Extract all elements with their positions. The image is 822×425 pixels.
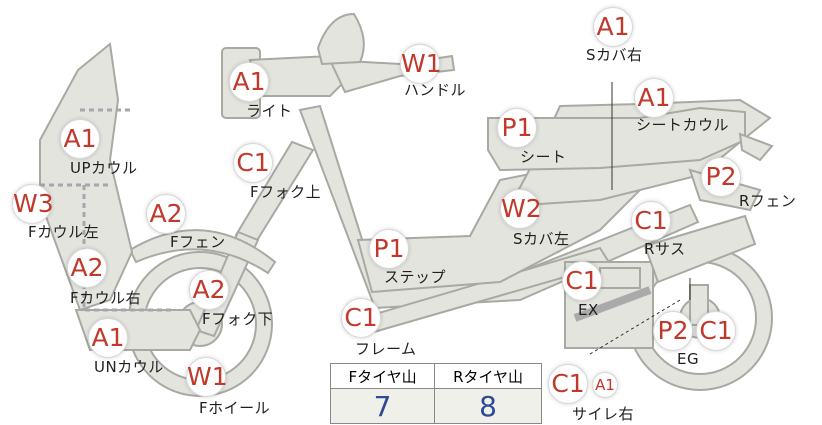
grade-badge-ex: C1: [562, 261, 602, 301]
grade-badge-rfender: P2: [701, 157, 741, 197]
part-label-handle: ハンドル: [404, 81, 467, 99]
grade-badge-up-cowl: A1: [60, 119, 100, 159]
grade-badge-silencer-2: A1: [592, 372, 618, 398]
grade-badge-rsus: C1: [631, 201, 671, 241]
exhaust-pipe: [573, 286, 652, 322]
grade-badge-seat-cowl: A1: [634, 78, 674, 118]
tire-tread-table: Fタイヤ山 Rタイヤ山 7 8: [329, 363, 542, 424]
engine-detail: [599, 267, 641, 289]
grade-badge-sside-left: W2: [500, 189, 542, 229]
part-label-rsus: Rサス: [644, 240, 686, 258]
grade-badge-step: P1: [369, 229, 409, 269]
part-label-ffork-up: Fフォク上: [250, 183, 322, 201]
part-label-seat-cowl: シートカウル: [636, 116, 730, 134]
part-label-fwheel: Fホイール: [199, 399, 271, 417]
part-label-fcowl-right: Fカウル右: [70, 289, 142, 307]
seat-shape: [487, 106, 746, 172]
grade-badge-fcowl-right: A2: [67, 248, 107, 288]
part-label-frame: フレーム: [355, 340, 417, 358]
part-label-up-cowl: UPカウル: [70, 159, 138, 177]
front-fender-shape: [128, 229, 277, 275]
grade-badge-ffork-down: A2: [189, 270, 229, 310]
part-label-rfender: Rフェン: [739, 192, 797, 210]
rear-shock: [643, 214, 757, 284]
part-label-ex: EX: [578, 301, 599, 319]
rear-tire-value: 8: [434, 388, 542, 424]
grade-badge-ffender: A2: [146, 194, 186, 234]
front-tire-value: 7: [329, 388, 436, 424]
grade-badge-ffork-up: C1: [233, 143, 273, 183]
part-label-fcowl-left: Fカウル左: [28, 223, 100, 241]
part-label-seat: シート: [520, 148, 567, 166]
grade-badge-fcowl-left: W3: [12, 184, 54, 224]
part-label-eg: EG: [677, 350, 700, 368]
part-label-ffork-down: Fフォク下: [202, 310, 274, 328]
grade-badge-frame: C1: [341, 298, 381, 338]
rear-tire-header: Rタイヤ山: [434, 363, 542, 389]
grade-badge-eg-1: P2: [653, 311, 693, 351]
part-label-light: ライト: [246, 102, 293, 120]
part-label-sside-left: Sカバ左: [513, 230, 570, 248]
part-label-step: ステップ: [384, 268, 447, 286]
mirror: [316, 12, 365, 66]
tail-tip: [738, 132, 774, 162]
grade-badge-light: A1: [229, 62, 269, 102]
grade-badge-sside-right: A1: [593, 7, 633, 47]
grade-badge-fwheel: W1: [186, 357, 228, 397]
part-label-silencer-right: サイレ右: [572, 405, 635, 423]
grade-badge-silencer-1: C1: [548, 364, 588, 404]
grade-badge-un-cowl: A1: [88, 318, 128, 358]
part-label-ffender: Fフェン: [170, 233, 226, 251]
front-tire-header: Fタイヤ山: [329, 363, 436, 389]
part-label-un-cowl: UNカウル: [94, 358, 164, 376]
grade-badge-handle: W1: [400, 44, 442, 84]
grade-badge-seat: P1: [497, 108, 537, 148]
grade-badge-eg-2: C1: [696, 311, 736, 351]
part-label-sside-right: Sカバ右: [586, 46, 643, 64]
